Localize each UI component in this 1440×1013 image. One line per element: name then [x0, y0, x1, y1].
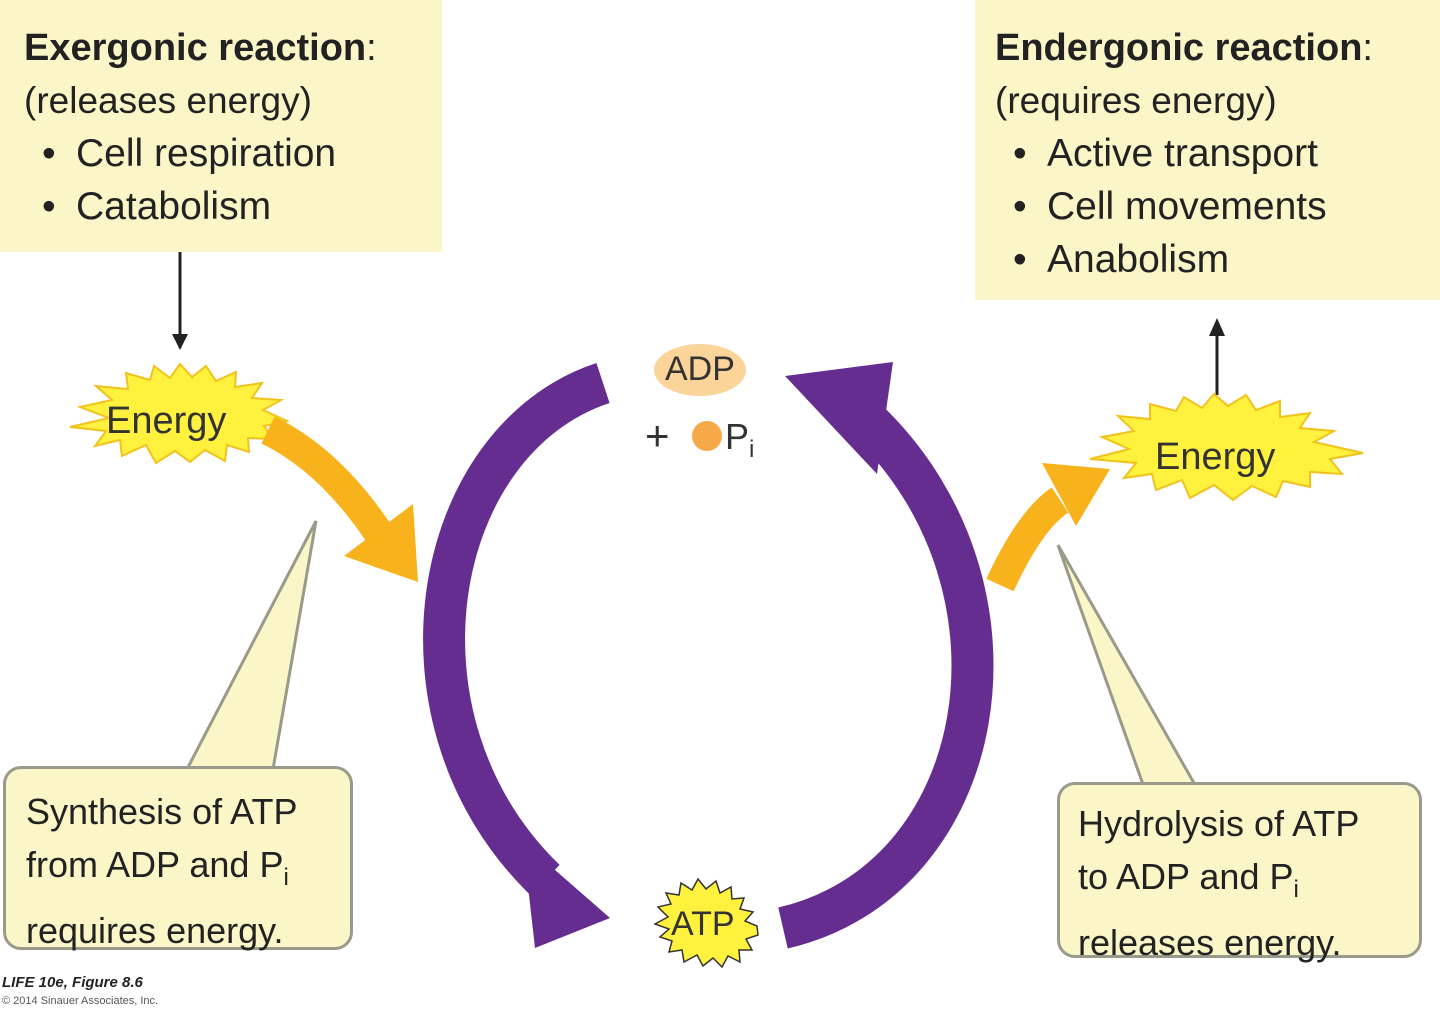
hydrolysis-line3: releases energy. [1078, 922, 1342, 963]
endergonic-title: Endergonic reaction: [995, 27, 1373, 69]
exergonic-item: Catabolism [24, 180, 377, 233]
exergonic-list: Cell respiration Catabolism [24, 127, 377, 233]
endergonic-list: Active transport Cell movements Anabolis… [995, 127, 1373, 286]
figure-credit: LIFE 10e, Figure 8.6 © 2014 Sinauer Asso… [2, 974, 158, 1010]
exergonic-title: Exergonic reaction: [24, 27, 377, 69]
atp-starburst [653, 877, 759, 969]
endergonic-box: Endergonic reaction: (requires energy) A… [975, 0, 1440, 300]
energy-arrow-right [986, 487, 1069, 592]
endergonic-item: Anabolism [995, 233, 1373, 286]
synthesis-line1: Synthesis of ATP [26, 791, 298, 832]
adp-oval [654, 344, 746, 396]
synthesis-pointer [181, 520, 318, 777]
exergonic-box: Exergonic reaction: (releases energy) Ce… [0, 0, 442, 252]
atp-label: ATP [671, 905, 735, 943]
hydrolysis-line1: Hydrolysis of ATP [1078, 803, 1360, 844]
copyright-text: © 2014 Sinauer Associates, Inc. [2, 995, 159, 1007]
pi-label: Pi [725, 416, 755, 463]
energy-starburst-left [69, 362, 291, 465]
energy-arrow-left [261, 416, 393, 544]
exergonic-item: Cell respiration [24, 127, 377, 180]
plus-sign: + [645, 412, 670, 459]
hydrolysis-callout: Hydrolysis of ATP to ADP and Pi releases… [1057, 782, 1422, 963]
endergonic-item: Active transport [995, 127, 1373, 180]
adp-label: ADP [665, 350, 735, 388]
energy-starburst-right [1089, 392, 1364, 502]
hydrolysis-line2: to ADP and Pi [1078, 856, 1299, 903]
cycle-arrow-right [777, 408, 994, 949]
endergonic-subtitle: (requires energy) [995, 80, 1277, 121]
energy-label-right: Energy [1155, 436, 1276, 478]
pi-dot [692, 421, 722, 451]
energy-label-left: Energy [106, 400, 227, 442]
synthesis-line2: from ADP and Pi [26, 844, 289, 891]
synthesis-line3: requires energy. [26, 910, 284, 951]
figure-title: LIFE 10e, Figure 8.6 [2, 974, 143, 991]
exergonic-subtitle: (releases energy) [24, 80, 312, 121]
endergonic-item: Cell movements [995, 180, 1373, 233]
synthesis-callout: Synthesis of ATP from ADP and Pi require… [3, 766, 353, 951]
hydrolysis-pointer [1056, 544, 1201, 792]
cycle-arrow-left [423, 363, 611, 896]
